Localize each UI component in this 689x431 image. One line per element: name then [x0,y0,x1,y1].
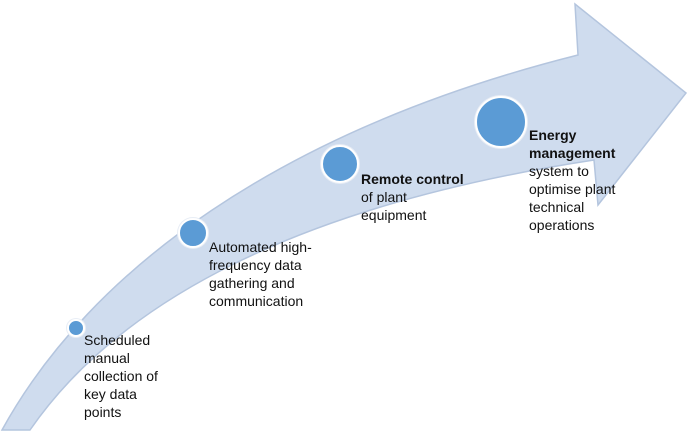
step-2-line-1: Automated high- [209,239,312,255]
step-3-bold-line-1: Remote control [361,171,464,187]
step-2-line-4: communication [209,293,304,309]
step-2-label: Automated high- frequency data gathering… [209,238,312,310]
step-4-bold-line-2: management [529,145,616,161]
step-4-line-3: technical [529,199,585,215]
step-2-marker [178,218,208,248]
step-3-line-1: of plant [361,189,407,205]
step-4-bold-line-1: Energy [529,127,577,143]
step-3-label: Remote control of plant equipment [361,170,464,224]
step-1-line-2: manual [84,350,130,366]
step-1-line-4: key data [84,386,137,402]
step-2-line-3: gathering and [209,275,295,291]
step-3-line-2: equipment [361,207,427,223]
step-4-line-1: system to [529,163,589,179]
step-4-label: Energy management system to optimise pla… [529,126,615,234]
step-1-marker [67,319,85,337]
step-4-line-4: operations [529,217,595,233]
step-1-line-1: Scheduled [84,332,151,348]
step-2-line-2: frequency data [209,257,302,273]
step-4-marker [475,96,527,148]
step-1-line-3: collection of [84,368,158,384]
step-1-line-5: points [84,404,122,420]
step-1-label: Scheduled manual collection of key data … [84,331,158,421]
step-4-line-2: optimise plant [529,181,616,197]
step-3-marker [321,145,359,183]
